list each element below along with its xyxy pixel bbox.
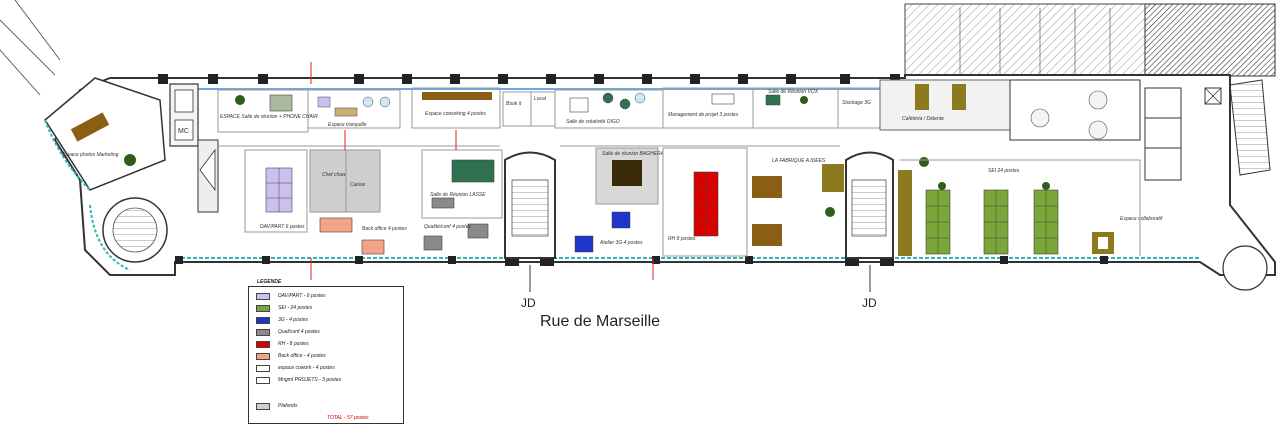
left-site-lines [0, 0, 61, 96]
legend-item: 3G - 4 postes [256, 315, 308, 325]
espace-photos-label: Espace photos Marketing [62, 152, 119, 158]
legend-label: DAV/PART - 6 postes [278, 293, 326, 299]
legend-item: Mngmt PROJETS - 3 postes [256, 375, 341, 385]
upper-rooms: ESPACE Salle de réunion + PHONE CHAIR Es… [217, 79, 1011, 133]
right-stair [1222, 79, 1271, 291]
photo-room: Espace photos Marketing [44, 77, 166, 191]
neighbor-building [904, 3, 1276, 77]
espace-reunion-label: ESPACE Salle de réunion + PHONE CHAIR [220, 114, 318, 120]
legend-label: Back office - 4 postes [278, 353, 326, 359]
pillars-bottom [175, 256, 1108, 266]
sanitary-rooms [1009, 79, 1222, 181]
stair-core-1 [504, 151, 556, 259]
legend: LEGENDE DAV/PART - 6 postes SEI - 24 pos… [248, 279, 404, 424]
baghera-label: Salle de réunion BAGHERA [602, 151, 665, 157]
legend-swatch [256, 376, 270, 384]
book-label: Book it [506, 101, 522, 107]
cafeteria-label: Cafétéria / Détente [902, 116, 944, 122]
legend-label: espace cowork - 4 postes [278, 365, 335, 371]
reunion-vox-label: Salle de Réunion VOX [768, 89, 819, 95]
legend-item: Plafonds [256, 401, 297, 411]
partitions [218, 145, 1141, 256]
local-label: Local [534, 96, 547, 102]
legend-item: RH - 8 postes [256, 339, 309, 349]
middle-rooms: Salle de réunion BAGHERA Atelier 3G 4 po… [574, 147, 844, 257]
dav-label: DAV/PART 6 postes [260, 224, 305, 230]
left-stair-tower [89, 197, 168, 271]
legend-total: TOTAL - 57 postes [327, 415, 369, 421]
legend-item: DAV/PART - 6 postes [256, 291, 326, 301]
rh-label: RH 8 postes [668, 236, 696, 242]
mc-label: MC [178, 128, 189, 135]
legend-label: 3G - 4 postes [278, 317, 309, 323]
legend-label: Mngmt PROJETS - 3 postes [278, 377, 342, 383]
legend-label: RH - 8 postes [278, 341, 309, 347]
management-label: Management de projet 3 postes [668, 112, 739, 118]
sei-label: SEI 24 postes [988, 168, 1020, 174]
legend-swatch [256, 328, 270, 336]
legend-swatch [256, 340, 270, 348]
jd-lines [529, 265, 871, 292]
coworking-label: Espace coworking 4 postes [425, 111, 486, 117]
collaboratif-label: Espace collaboratif [1120, 216, 1163, 222]
legend-swatch [256, 364, 270, 372]
jd-label-left: JD [521, 296, 536, 310]
fabrique-label: LA FABRIQUE A IDEES [772, 158, 826, 164]
legend-title: LEGENDE [257, 279, 282, 285]
legend-label: SEI - 24 postes [278, 305, 313, 311]
atelier-label: Atelier 3G 4 postes [599, 240, 643, 246]
legend-swatch [256, 352, 270, 360]
jd-label-right: JD [862, 296, 877, 310]
backoffice-label: Back office 4 postes [362, 226, 407, 232]
stockage-label: Stockage 3G [842, 100, 871, 106]
legend-item: Qual/conf 4 postes [256, 327, 320, 337]
legend-swatch [256, 402, 270, 410]
legend-swatch [256, 304, 270, 312]
lower-left-rooms: DAV/PART 6 postes Chef chaw Caisse Back … [244, 149, 503, 255]
sei-area: SEI 24 postes Espace collaboratif [898, 157, 1163, 256]
legend-swatch [256, 316, 270, 324]
reunion-lasse-label: Salle de Réunion LASSE [430, 192, 486, 198]
legend-label: Plafonds [278, 403, 298, 409]
legend-label: Qual/conf 4 postes [278, 329, 320, 335]
pillars-top [158, 74, 900, 84]
legend-item: espace cowork - 4 postes [256, 363, 335, 373]
street-name: Rue de Marseille [540, 313, 661, 330]
service-core-left: MC [169, 83, 219, 213]
section-markers [310, 62, 654, 280]
tranquille-label: Espace tranquille [328, 122, 367, 128]
stair-core-2 [845, 151, 894, 259]
legend-item: SEI - 24 postes [256, 303, 312, 313]
caisse-label: Caisse [350, 182, 366, 188]
qualite-label: Qualité/conf 4 postes [424, 224, 471, 230]
chef-label: Chef chaw [322, 172, 346, 178]
creativite-label: Salle de créativité DIGO [566, 119, 620, 125]
legend-item: Back office - 4 postes [256, 351, 326, 361]
legend-swatch [256, 292, 270, 300]
